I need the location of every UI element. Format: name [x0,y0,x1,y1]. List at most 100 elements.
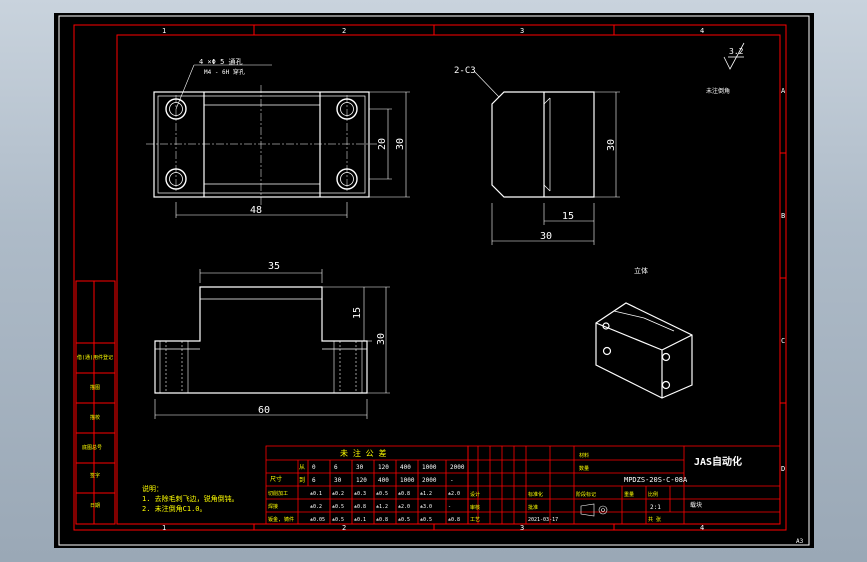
process-label: 工艺 [470,517,480,523]
tolerance-cell: ±2.0 [398,504,410,510]
tolerance-cell: ±0.5 [332,504,344,510]
tolerance-header-label: 尺寸 [270,475,282,483]
front-dim-step: 15 [352,307,363,319]
front-dim-width: 60 [258,405,270,416]
side-dim-step: 15 [562,211,574,222]
front-dim-top: 35 [268,261,280,272]
top-view-dimensions [175,64,410,218]
zone-top-4: 4 [700,27,704,35]
front-dim-height: 30 [376,333,387,345]
drawing-frame [116,34,781,525]
outer-border [58,15,810,546]
left-tab-2: 描校 [90,414,100,421]
tolerance-size-from: 120 [378,464,389,471]
tolerance-cell: ±0.5 [398,517,410,523]
zone-right-c: C [781,337,785,345]
tolerance-header-to: 到 [299,477,305,484]
drawing-number: MPDZS-20S-C-08A [624,476,688,484]
roughness-value: 3.2 [729,47,744,56]
top-dim-height: 30 [395,138,406,150]
standard-label: 标准化 [528,491,543,498]
tolerance-size-from: 6 [334,464,338,471]
zone-top-1: 1 [162,27,166,35]
stage-label: 阶段标记 [576,491,596,498]
tolerance-cell: ±0.5 [420,517,432,523]
side-dim-height: 30 [606,139,617,151]
scale-value: 2:1 [650,504,661,511]
top-dim-width: 48 [250,205,262,216]
tolerance-header-from: 从 [299,464,305,471]
tolerance-row-label: 钣金, 铸件 [268,516,294,523]
top-view-centerlines [146,85,377,205]
left-tab-1: 描图 [90,384,100,391]
iso-view-label: 立体 [634,266,648,275]
tolerance-cell: ±3.0 [420,504,432,510]
notes-title: 说明： [142,484,163,493]
tolerance-cell: ±1.2 [420,491,432,497]
left-tab-0: 借(通)用件登记 [77,354,113,361]
projection-symbol [580,503,608,517]
tolerance-size-to: 6 [312,477,316,484]
roughness-note: 未注倒角 [706,87,730,95]
tolerance-cell: ±2.0 [448,491,460,497]
zone-bottom-4: 4 [700,524,704,532]
design-label: 设计 [470,491,480,498]
iso-view [595,302,693,399]
date-value: 2021-03-17 [528,517,558,523]
tolerance-cell: ±0.8 [448,517,460,523]
zone-top-3: 3 [520,27,524,35]
top-hole-note-1: 4 ×Φ 5 通孔 [199,57,243,66]
approve-label: 批准 [528,504,538,511]
tolerance-size-to: 30 [334,477,342,484]
tolerance-cell: - [448,504,451,510]
top-view [153,91,370,198]
tolerance-size-to: 400 [378,477,389,484]
tolerance-cell: ±0.8 [354,504,366,510]
part-name: 载块 [690,501,702,509]
tolerance-title: 未 注 公 差 [340,448,386,458]
side-dim-width: 30 [540,231,552,242]
zone-bottom-1: 1 [162,524,166,532]
tolerance-cell: ±0.2 [332,491,344,497]
notes-line-2: 2. 未注倒角C1.0。 [142,504,207,513]
tolerance-cell: ±0.05 [310,517,325,523]
tolerance-cell: ±0.1 [354,517,366,523]
tolerance-cell: ±1.2 [376,504,388,510]
material-label: 材料 [579,452,589,459]
tolerance-row-label: 焊接 [268,503,278,510]
tolerance-cell: ±0.5 [376,491,388,497]
top-hole-note-2: M4 - 6H 穿孔 [204,68,245,76]
tolerance-cell: ±0.8 [376,517,388,523]
notes-line-1: 1. 去除毛刺飞边，锐角倒钝。 [142,494,239,503]
cad-drawing: 1 2 3 4 1 2 3 4 A B C D 借(通)用件登记 描图 描校 底… [58,15,810,546]
side-view [491,91,595,198]
tolerance-row-label: 切削加工 [268,490,288,497]
front-view-thread-holes [159,341,363,393]
tolerance-size-from: 1000 [422,464,437,471]
tolerance-cell: ±0.3 [354,491,366,497]
corner-tag: A3 [796,538,804,545]
left-tab-4: 签字 [90,472,100,479]
drawing-canvas: 1 2 3 4 1 2 3 4 A B C D 借(通)用件登记 描图 描校 底… [54,13,814,548]
top-dim-inner: 20 [377,138,388,150]
qty-label: 数量 [579,465,589,472]
tolerance-size-from: 400 [400,464,411,471]
roughness-symbol [723,42,745,70]
front-view-dimensions [154,269,390,419]
zone-right-a: A [781,87,786,95]
check-label: 审核 [470,504,480,511]
side-chamfer-note: 2-C3 [454,66,476,76]
tolerance-size-from: 0 [312,464,316,471]
tolerance-cell: ±0.1 [310,491,322,497]
left-tab-3: 底图总号 [82,444,102,451]
tolerance-cell: ±0.8 [398,491,410,497]
zone-right-b: B [781,212,785,220]
side-view-dimensions [473,70,620,245]
tolerance-cell: ±0.5 [332,517,344,523]
left-tab-5: 日期 [90,503,100,509]
company-name: JAS自动化 [694,455,742,468]
zone-bottom-2: 2 [342,524,346,532]
title-block-grid [467,445,781,525]
tolerance-size-to: - [450,477,454,484]
